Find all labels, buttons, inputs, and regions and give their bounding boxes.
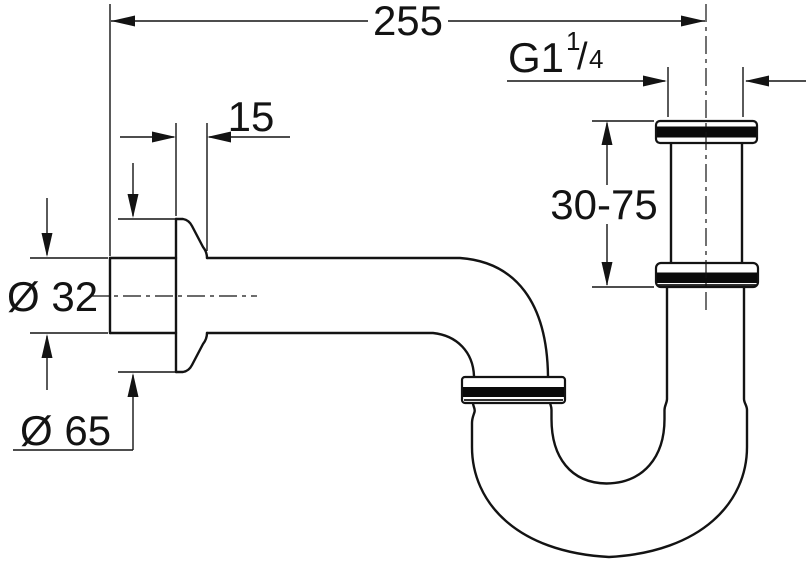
arrow-o32-bottom: [41, 334, 53, 358]
thread-size-fraction-numerator: 1: [566, 26, 580, 56]
wall-flange-top-profile: [174, 217, 209, 260]
dimension-arrowheads: [41, 15, 769, 397]
wall-flange-bottom-profile: [174, 331, 209, 374]
inlet-tube-top-and-elbow-outer: [205, 256, 550, 378]
dim-thread-size-label: G1 1 / 4: [508, 26, 603, 81]
arrow-o65-top: [127, 194, 139, 218]
thread-size-fraction-slash: /: [577, 36, 588, 78]
dim-pipe-diameter-label: Ø 32: [7, 273, 98, 320]
inlet-tube-bottom-and-elbow-inner: [205, 331, 476, 378]
arrow-255-left: [111, 15, 135, 27]
arrow-15-left: [152, 131, 176, 143]
bottom-collar-seal-band: [656, 272, 758, 283]
u-bend-outer: [470, 285, 749, 559]
dim-adjust-range-label: 30-75: [550, 181, 657, 228]
thread-size-fraction-denominator: 4: [589, 44, 603, 74]
u-bend-inner: [549, 285, 669, 485]
arrow-3075-bottom: [601, 262, 613, 286]
thread-size-prefix: G1: [508, 34, 564, 81]
arrow-g114-right: [745, 75, 769, 87]
dim-flange-diameter-label: Ø 65: [20, 407, 111, 454]
arrow-o65-bottom: [127, 373, 139, 397]
arrow-o32-top: [41, 233, 53, 257]
pipe-outlines: [108, 141, 749, 559]
dim-flange-depth-label: 15: [228, 93, 275, 140]
dim-overall-width-label: 255: [373, 0, 443, 44]
arrow-15-right: [207, 131, 231, 143]
arrow-255-right: [681, 15, 705, 27]
collars: [460, 119, 760, 405]
arrow-3075-top: [601, 121, 613, 145]
centerlines: [91, 4, 707, 312]
elbow-nut-seal-band: [463, 387, 564, 397]
arrow-g114-left: [643, 75, 667, 87]
